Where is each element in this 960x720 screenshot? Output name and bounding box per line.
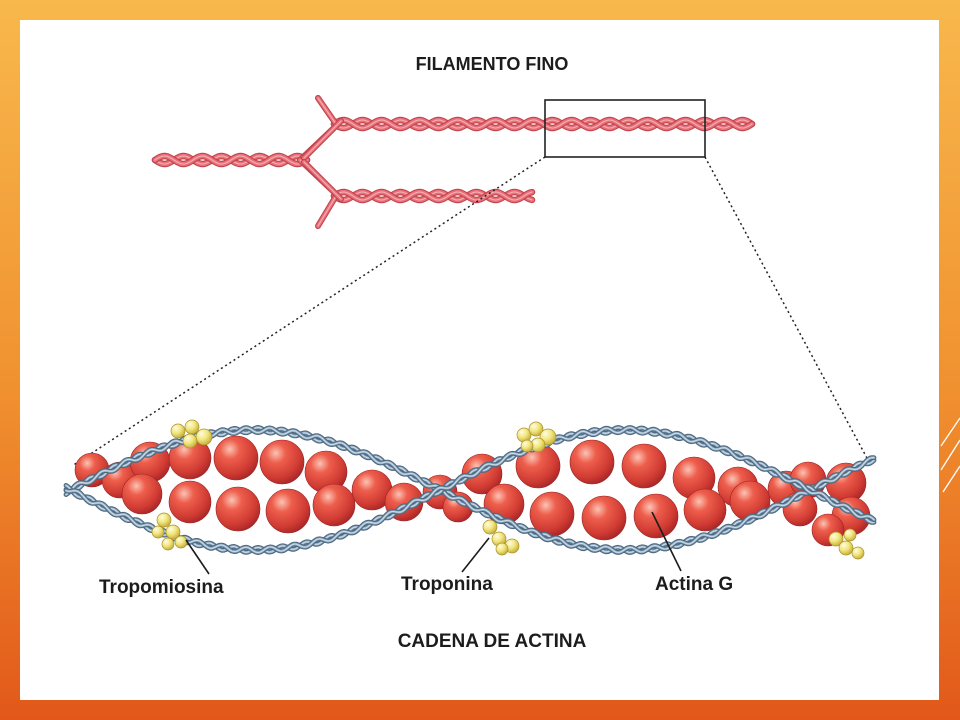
zoom-guide-left bbox=[71, 156, 546, 467]
troponin-sphere bbox=[838, 540, 854, 556]
label-actina-g: Actina G bbox=[655, 574, 734, 595]
actin-g-sphere bbox=[683, 488, 727, 532]
actin-g-sphere bbox=[633, 493, 679, 539]
tropomyosin-strand bbox=[65, 426, 875, 554]
troponin-sphere bbox=[520, 439, 534, 453]
actin-g-sphere bbox=[621, 443, 667, 489]
troponin-sphere bbox=[851, 546, 865, 560]
thin-filament-drawing bbox=[151, 95, 756, 229]
corner-decoration bbox=[940, 417, 960, 493]
troponin-sphere bbox=[843, 528, 857, 542]
filament-strand-upper-branch bbox=[333, 119, 753, 129]
troponin-complex bbox=[482, 519, 520, 556]
troponin-sphere bbox=[482, 519, 498, 535]
corner-decoration-line bbox=[940, 439, 960, 471]
actin-g-sphere bbox=[168, 480, 212, 524]
filament-fork bbox=[303, 120, 342, 159]
corner-decoration-line bbox=[940, 417, 960, 447]
leader-line-actina-g bbox=[651, 511, 682, 572]
troponin-sphere bbox=[156, 512, 172, 528]
troponin-sphere bbox=[170, 423, 186, 439]
corner-decoration-line bbox=[942, 465, 960, 493]
troponin-clusters bbox=[151, 419, 865, 560]
tropomyosin-strands bbox=[63, 425, 877, 555]
actin-g-sphere bbox=[213, 435, 259, 481]
troponin-sphere bbox=[161, 537, 175, 551]
diagram-title: FILAMENTO FINO bbox=[415, 54, 569, 74]
troponin-sphere bbox=[195, 428, 213, 446]
filament-strand-lower-branch bbox=[333, 191, 533, 201]
leader-line-tropomiosina bbox=[185, 539, 210, 575]
actin-g-spheres bbox=[74, 435, 871, 547]
troponin-sphere bbox=[528, 421, 544, 437]
label-tropomiosina: Tropomiosina bbox=[99, 577, 224, 598]
tropomyosin-strand bbox=[65, 426, 875, 553]
actin-g-sphere bbox=[265, 488, 311, 534]
leader-line-troponina bbox=[461, 537, 490, 573]
actin-g-sphere bbox=[215, 486, 261, 532]
troponin-complex bbox=[516, 421, 557, 453]
troponin-sphere bbox=[182, 433, 198, 449]
filament-strand-lower-branch bbox=[333, 191, 533, 201]
slide-panel bbox=[20, 20, 939, 700]
filament-fork bbox=[317, 195, 337, 227]
diagram-caption: CADENA DE ACTINA bbox=[397, 631, 587, 652]
label-troponina: Troponina bbox=[401, 574, 493, 595]
troponin-sphere bbox=[828, 531, 844, 547]
actin-g-sphere bbox=[259, 439, 305, 485]
troponin-sphere bbox=[174, 535, 188, 549]
troponin-sphere bbox=[495, 542, 509, 556]
filament-fork bbox=[303, 161, 342, 200]
troponin-sphere bbox=[184, 419, 200, 435]
actin-g-sphere bbox=[312, 483, 356, 527]
troponin-sphere bbox=[165, 524, 181, 540]
troponin-complex bbox=[170, 419, 213, 449]
zoom-box bbox=[544, 99, 706, 158]
troponin-complex bbox=[828, 528, 865, 560]
troponin-complex bbox=[151, 512, 188, 551]
filament-fork bbox=[317, 97, 337, 125]
filament-strand-main bbox=[154, 155, 308, 165]
actin-g-sphere bbox=[121, 473, 163, 515]
actin-g-sphere bbox=[581, 495, 627, 541]
troponin-sphere bbox=[151, 525, 165, 539]
zoom-guide-right bbox=[704, 156, 869, 461]
actin-g-sphere bbox=[569, 439, 615, 485]
